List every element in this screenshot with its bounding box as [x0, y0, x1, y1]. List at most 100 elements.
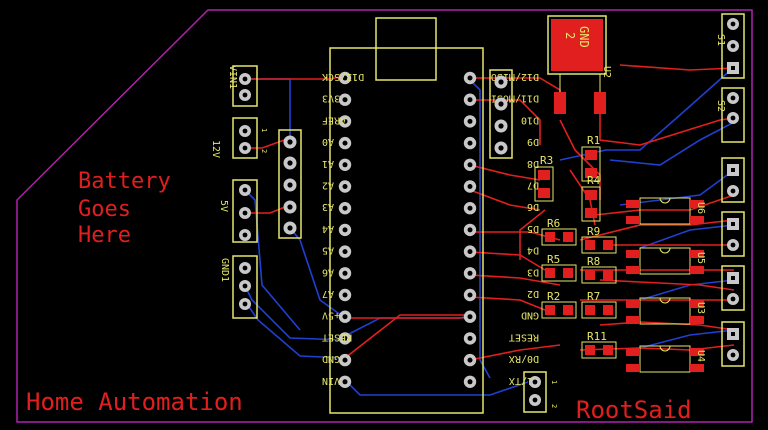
nano-pad-left-hole-10 — [342, 292, 348, 298]
nano-pad-right-hole-11 — [467, 314, 473, 320]
bottom-pin1-label: 1 — [550, 380, 558, 384]
regulator-gnd-label: GND — [577, 26, 591, 48]
nano-pad-left-hole-14 — [342, 379, 348, 385]
resistor-ref-9: R11 — [587, 330, 607, 343]
opto-notch-0 — [659, 197, 671, 204]
resistor-pad-a-2 — [545, 232, 555, 242]
resistor-outline-3 — [581, 236, 617, 254]
nano-right-pin-label-4: D8 — [527, 158, 539, 169]
resistor-pad-a-0 — [538, 170, 550, 180]
nano-right-pin-label-7: D5 — [527, 223, 539, 234]
opto-ref-0: U6 — [695, 202, 706, 214]
nano-pad-left-hole-13 — [342, 357, 348, 363]
nano-right-pin-label-3: D9 — [527, 136, 539, 147]
regulator-u2: 2 GND U2 — [547, 15, 612, 114]
opto-pad-2-3 — [690, 316, 704, 324]
opto-outline-1 — [639, 247, 691, 275]
nano-right-pin-label-13: D0/RX — [509, 353, 539, 364]
nano-right-pin-label-12: RESET — [509, 331, 539, 342]
nano-left-pads — [338, 71, 352, 388]
resistor-pad-b-6 — [585, 208, 597, 218]
nano-pad-left-hole-1 — [342, 97, 348, 103]
resistor-ref-3: R9 — [587, 225, 600, 238]
nano-pad-right-hole-4 — [467, 162, 473, 168]
nano-pad-left-hole-8 — [342, 249, 348, 255]
nano-right-pin-labels: D12/MISOD11/MOSID10D9D8D7D6D5D4D3D2GNDRE… — [491, 71, 539, 386]
resistor-pad-a-7 — [585, 305, 595, 315]
resistor-pad-b-2 — [563, 232, 573, 242]
battery-label-line1: Battery — [78, 169, 171, 194]
relay-connector-outline-2 — [721, 265, 745, 311]
5v-label: 5V — [218, 200, 229, 212]
opto-pad-3-1 — [626, 364, 640, 372]
nano-pad-left-hole-4 — [342, 162, 348, 168]
resistor-pad-b-8 — [563, 305, 573, 315]
resistor-outline-7 — [581, 301, 617, 319]
nano-pad-right-hole-3 — [467, 140, 473, 146]
nano-left-pin-label-7: A4 — [322, 223, 334, 234]
nano-left-pin-label-6: A3 — [322, 201, 334, 212]
vin1-label: VIN1 — [227, 65, 238, 89]
relay-connector-pad2-hole-3 — [730, 352, 736, 358]
battery-label-line3: Here — [78, 223, 131, 248]
opto-pad-3-2 — [690, 348, 704, 356]
resistor-pad-b-4 — [563, 268, 573, 278]
nano-left-pin-label-8: A5 — [322, 245, 334, 256]
nano-right-pin-label-9: D3 — [527, 266, 539, 277]
nano-pad-right-hole-14 — [467, 379, 473, 385]
opto-outline-3 — [639, 345, 691, 373]
nano-pad-right-hole-10 — [467, 292, 473, 298]
arduino-nano-footprint — [329, 17, 484, 414]
board-author: RootSaid — [576, 396, 692, 424]
nano-left-pin-label-2: AREF — [322, 114, 346, 125]
nano-left-pin-label-1: 3V3 — [322, 93, 340, 104]
resistor-outline-0 — [534, 166, 554, 202]
resistor-pad-b-5 — [603, 270, 613, 280]
nano-right-pin-label-2: D10 — [521, 114, 539, 125]
s1-label: S1 — [715, 34, 726, 46]
resistor-outline-6 — [581, 186, 601, 222]
nano-left-pin-label-10: A7 — [322, 288, 334, 299]
resistor-outline-9 — [581, 341, 617, 359]
12v-pin2-label: 2 — [260, 149, 268, 153]
resistor-pad-a-8 — [545, 305, 555, 315]
nano-right-pin-label-0: D12/MISO — [491, 71, 539, 82]
connector-s2: S2 — [715, 87, 745, 143]
nano-right-pin-label-11: GND — [521, 310, 539, 321]
relay-connector-pad1-hole-2 — [731, 276, 735, 280]
relay-connector-pad2-hole-2 — [730, 296, 736, 302]
nano-left-pin-label-13: GND — [322, 353, 340, 364]
nano-left-pin-label-5: A2 — [322, 180, 334, 191]
relay-connector-outline-3 — [721, 321, 745, 367]
relay-connector-outline-0 — [721, 157, 745, 203]
nano-pad-right-hole-5 — [467, 184, 473, 189]
nano-pad-left-hole-5 — [342, 184, 348, 189]
relay-connector-pad1-hole-0 — [731, 168, 735, 172]
resistor-ref-1: R1 — [587, 134, 600, 147]
opto-ref-1: U5 — [695, 252, 706, 264]
board-title: Home Automation — [26, 388, 243, 416]
relay-connector-pad2-hole-0 — [730, 188, 736, 194]
resistor-outline-2 — [541, 228, 577, 246]
opto-pad-1-3 — [690, 266, 704, 274]
resistor-pad-a-6 — [585, 190, 597, 200]
resistor-pad-b-3 — [603, 240, 613, 250]
relay-connector-pad2-hole-1 — [730, 242, 736, 248]
bottom-pin2-label: 2 — [550, 404, 558, 408]
nano-right-pin-label-6: D6 — [527, 201, 539, 212]
nano-pad-right-hole-8 — [467, 249, 473, 255]
opto-pad-3-0 — [626, 348, 640, 356]
relay-connector-pad1-hole-1 — [731, 222, 735, 226]
resistor-ref-2: R6 — [547, 217, 560, 230]
opto-pad-0-3 — [690, 216, 704, 224]
resistor-pad-a-9 — [585, 345, 595, 355]
nano-pad-left-hole-7 — [342, 227, 348, 233]
opto-pad-0-2 — [690, 200, 704, 208]
resistor-outline-4 — [541, 264, 577, 282]
resistor-ref-4: R5 — [547, 253, 560, 266]
nano-pad-right-hole-7 — [467, 227, 473, 233]
resistor-pad-a-5 — [585, 270, 595, 280]
